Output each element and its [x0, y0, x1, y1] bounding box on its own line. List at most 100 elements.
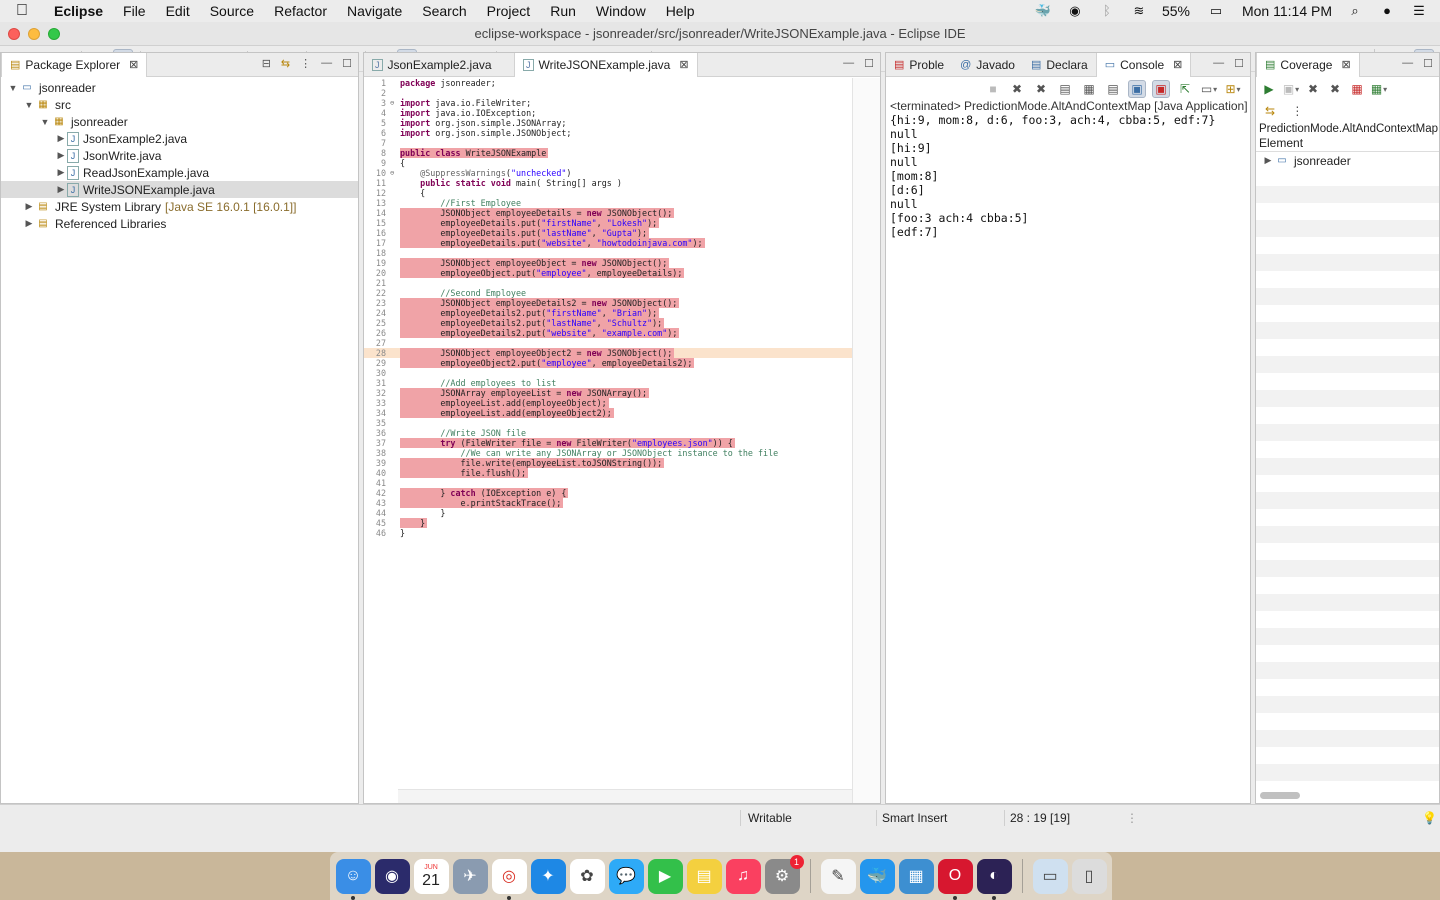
fold-marker-icon[interactable] — [390, 368, 400, 378]
code-line[interactable]: 9{ — [364, 158, 852, 168]
spotlight-search-icon[interactable]: ⌕ — [1351, 3, 1359, 18]
display-console-icon[interactable]: ▭ — [1200, 80, 1218, 98]
code-line[interactable]: 27 — [364, 338, 852, 348]
menu-run[interactable]: Run — [550, 3, 576, 19]
chevron-right-icon[interactable]: ▶ — [57, 167, 65, 177]
maximize-window-button[interactable] — [48, 27, 60, 40]
remove-all-sessions-icon[interactable]: ✖ — [1329, 82, 1341, 96]
dock-system-preferences-icon[interactable]: ⚙1 — [764, 854, 804, 894]
code-line[interactable]: 2 — [364, 88, 852, 98]
minimize-icon[interactable]: — — [321, 57, 333, 69]
collapse-all-icon[interactable]: ⊟ — [261, 58, 271, 70]
maximize-icon[interactable]: ☐ — [1234, 58, 1244, 70]
menu-source[interactable]: Source — [209, 3, 255, 19]
chevron-right-icon[interactable]: ▶ — [57, 133, 65, 143]
fold-marker-icon[interactable] — [390, 228, 400, 238]
menu-edit[interactable]: Edit — [165, 3, 190, 19]
maximize-icon[interactable]: ☐ — [342, 58, 352, 70]
fold-marker-icon[interactable] — [390, 478, 400, 488]
fold-marker-icon[interactable] — [390, 448, 400, 458]
fold-marker-icon[interactable] — [390, 338, 400, 348]
menu-app-eclipse[interactable]: Eclipse — [54, 3, 104, 19]
status-menu-icon[interactable]: ⋮ — [1126, 811, 1138, 825]
fold-marker-icon[interactable] — [390, 508, 400, 518]
code-line[interactable]: 7 — [364, 138, 852, 148]
accessibility-icon[interactable]: ◉ — [1069, 3, 1081, 18]
fold-marker-icon[interactable] — [390, 298, 400, 308]
minimize-icon[interactable]: — — [843, 57, 855, 69]
code-line[interactable]: 31 //Add employees to list — [364, 378, 852, 388]
fold-marker-icon[interactable] — [390, 268, 400, 278]
fold-marker-icon[interactable] — [390, 398, 400, 408]
word-wrap-icon[interactable]: ▤ — [1107, 82, 1119, 96]
code-line[interactable]: 38 //We can write any JSONArray or JSONO… — [364, 448, 852, 458]
clock[interactable]: Mon 11:14 PM — [1241, 3, 1332, 19]
dock-facetime-icon[interactable]: ▶ — [647, 858, 683, 894]
code-line[interactable]: 16 employeeDetails.put("lastName", "Gupt… — [364, 228, 852, 238]
battery-icon[interactable]: ▭ — [1209, 3, 1223, 18]
close-icon[interactable]: ⊠ — [129, 59, 139, 71]
dock-opera-icon[interactable]: O — [937, 858, 973, 900]
fold-marker-icon[interactable] — [390, 428, 400, 438]
horizontal-scrollbar[interactable] — [398, 789, 852, 803]
horizontal-scrollbar[interactable] — [1260, 792, 1300, 799]
code-line[interactable]: 43 e.printStackTrace(); — [364, 498, 852, 508]
close-icon[interactable]: ⊠ — [1173, 59, 1183, 71]
pin-console-icon[interactable]: ⇱ — [1179, 82, 1191, 96]
fold-marker-icon[interactable]: ⊖ — [390, 169, 395, 177]
fold-marker-icon[interactable] — [390, 438, 400, 448]
merge-sessions-icon[interactable]: ▦ — [1351, 82, 1363, 96]
tree-item[interactable]: ▼▦jsonreader — [1, 113, 358, 130]
fold-marker-icon[interactable] — [390, 308, 400, 318]
code-line[interactable]: 3⊖import java.io.FileWriter; — [364, 98, 852, 108]
open-console-icon[interactable]: ⊞ — [1224, 80, 1242, 98]
battery-percent[interactable]: 55% — [1161, 3, 1190, 19]
menu-refactor[interactable]: Refactor — [274, 3, 327, 19]
code-line[interactable]: 35 — [364, 418, 852, 428]
code-line[interactable]: 28 JSONObject employeeObject2 = new JSON… — [364, 348, 852, 358]
tree-item[interactable]: ▼▭jsonreader — [1, 79, 358, 96]
dock-launchpad-icon[interactable]: ✈ — [452, 858, 488, 894]
fold-marker-icon[interactable] — [390, 148, 400, 158]
show-on-stdout-icon[interactable]: ▣ — [1128, 80, 1146, 98]
maximize-icon[interactable]: ☐ — [1423, 58, 1433, 70]
fold-marker-icon[interactable] — [390, 138, 400, 148]
fold-marker-icon[interactable] — [390, 498, 400, 508]
chevron-right-icon[interactable]: ▶ — [25, 201, 33, 211]
code-line[interactable]: 42 } catch (IOException e) { — [364, 488, 852, 498]
minimize-icon[interactable]: — — [1213, 57, 1225, 69]
select-session-icon[interactable]: ▦ — [1370, 80, 1388, 98]
code-line[interactable]: 10⊖ @SuppressWarnings("unchecked") — [364, 168, 852, 178]
code-line[interactable]: 45 } — [364, 518, 852, 528]
close-icon[interactable]: ⊠ — [679, 59, 689, 71]
coverage-row-jsonreader[interactable]: ▶ ▭ jsonreader — [1256, 152, 1439, 169]
code-line[interactable]: 32 JSONArray employeeList = new JSONArra… — [364, 388, 852, 398]
dock-safari-icon[interactable]: ✦ — [530, 858, 566, 894]
code-line[interactable]: 29 employeeObject2.put("employee", emplo… — [364, 358, 852, 368]
code-line[interactable]: 33 employeeList.add(employeeObject); — [364, 398, 852, 408]
fold-marker-icon[interactable] — [390, 378, 400, 388]
fold-marker-icon[interactable] — [390, 388, 400, 398]
apple-menu-icon[interactable]:  — [0, 2, 44, 20]
code-line[interactable]: 41 — [364, 478, 852, 488]
tab-package-explorer[interactable]: ▤ Package Explorer ⊠ — [1, 52, 148, 77]
tab-coverage[interactable]: ▤ Coverage ⊠ — [1256, 52, 1360, 77]
tree-item[interactable]: ▶▤Referenced Libraries — [1, 215, 358, 232]
code-line[interactable]: 18 — [364, 248, 852, 258]
fold-marker-icon[interactable] — [390, 248, 400, 258]
tab-console[interactable]: ▭Console⊠ — [1095, 52, 1192, 77]
view-menu-icon[interactable]: ⋮ — [300, 58, 312, 70]
code-line[interactable]: 46} — [364, 528, 852, 538]
menu-window[interactable]: Window — [595, 3, 646, 19]
code-line[interactable]: 26 employeeDetails2.put("website", "exam… — [364, 328, 852, 338]
column-header-element[interactable]: Element — [1256, 135, 1439, 152]
relaunch-icon[interactable]: ▶ — [1264, 82, 1274, 96]
